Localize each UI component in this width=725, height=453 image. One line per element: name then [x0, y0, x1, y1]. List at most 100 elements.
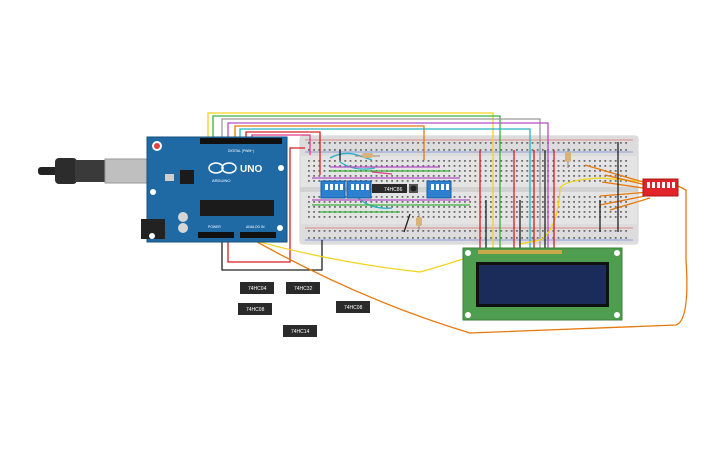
- breadboard-hole[interactable]: [453, 237, 456, 239]
- breadboard-hole[interactable]: [521, 237, 523, 239]
- breadboard-hole[interactable]: [365, 160, 367, 162]
- breadboard-hole[interactable]: [396, 201, 399, 203]
- breadboard-hole[interactable]: [620, 237, 622, 239]
- breadboard-hole[interactable]: [396, 230, 399, 232]
- breadboard-hole[interactable]: [505, 160, 508, 162]
- breadboard-hole[interactable]: [490, 196, 492, 198]
- breadboard-hole[interactable]: [510, 175, 513, 177]
- breadboard-hole[interactable]: [401, 175, 404, 177]
- breadboard-hole[interactable]: [526, 175, 529, 177]
- breadboard-hole[interactable]: [490, 211, 492, 213]
- breadboard-hole[interactable]: [396, 142, 399, 144]
- breadboard-hole[interactable]: [531, 175, 534, 177]
- breadboard-hole[interactable]: [521, 180, 523, 182]
- breadboard-hole[interactable]: [536, 142, 539, 144]
- breadboard-hole[interactable]: [542, 160, 544, 162]
- breadboard-hole[interactable]: [484, 175, 487, 177]
- breadboard-hole[interactable]: [391, 230, 393, 232]
- breadboard-hole[interactable]: [318, 149, 321, 151]
- breadboard-hole[interactable]: [490, 180, 492, 182]
- breadboard-hole[interactable]: [453, 206, 456, 208]
- breadboard-hole[interactable]: [573, 201, 575, 203]
- breadboard-hole[interactable]: [308, 216, 310, 218]
- breadboard-hole[interactable]: [375, 216, 378, 218]
- breadboard-hole[interactable]: [370, 142, 373, 144]
- breadboard-hole[interactable]: [432, 175, 435, 177]
- breadboard-hole[interactable]: [391, 149, 393, 151]
- breadboard-hole[interactable]: [531, 230, 534, 232]
- breadboard-hole[interactable]: [583, 211, 586, 213]
- breadboard-hole[interactable]: [458, 175, 461, 177]
- breadboard-hole[interactable]: [588, 230, 591, 232]
- breadboard-hole[interactable]: [620, 165, 622, 167]
- breadboard-hole[interactable]: [531, 196, 534, 198]
- breadboard-hole[interactable]: [469, 230, 471, 232]
- breadboard-hole[interactable]: [328, 237, 331, 239]
- breadboard-hole[interactable]: [562, 196, 565, 198]
- breadboard-hole[interactable]: [318, 211, 321, 213]
- breadboard-hole[interactable]: [427, 201, 430, 203]
- breadboard-hole[interactable]: [490, 216, 492, 218]
- breadboard-hole[interactable]: [484, 142, 487, 144]
- breadboard-hole[interactable]: [365, 165, 367, 167]
- breadboard-hole[interactable]: [562, 206, 565, 208]
- breadboard-hole[interactable]: [516, 142, 518, 144]
- breadboard-hole[interactable]: [594, 142, 596, 144]
- breadboard-hole[interactable]: [505, 237, 508, 239]
- breadboard-hole[interactable]: [531, 211, 534, 213]
- breadboard-hole[interactable]: [448, 211, 451, 213]
- breadboard-hole[interactable]: [417, 216, 419, 218]
- breadboard-hole[interactable]: [318, 237, 321, 239]
- breadboard-hole[interactable]: [495, 180, 497, 182]
- breadboard-hole[interactable]: [370, 206, 373, 208]
- breadboard-hole[interactable]: [500, 149, 503, 151]
- breadboard-hole[interactable]: [318, 165, 321, 167]
- breadboard-hole[interactable]: [568, 165, 570, 167]
- breadboard-hole[interactable]: [609, 230, 612, 232]
- breadboard-hole[interactable]: [578, 237, 581, 239]
- breadboard-hole[interactable]: [432, 142, 435, 144]
- breadboard-hole[interactable]: [360, 216, 362, 218]
- breadboard-hole[interactable]: [464, 170, 466, 172]
- breadboard-hole[interactable]: [474, 180, 477, 182]
- breadboard-hole[interactable]: [349, 149, 352, 151]
- breadboard-hole[interactable]: [609, 142, 612, 144]
- breadboard-hole[interactable]: [568, 237, 570, 239]
- breadboard-hole[interactable]: [562, 142, 565, 144]
- breadboard-hole[interactable]: [542, 206, 544, 208]
- breadboard-hole[interactable]: [604, 149, 607, 151]
- breadboard-hole[interactable]: [516, 216, 518, 218]
- breadboard-hole[interactable]: [542, 175, 544, 177]
- breadboard-hole[interactable]: [318, 216, 321, 218]
- breadboard-hole[interactable]: [568, 206, 570, 208]
- breadboard-hole[interactable]: [432, 149, 435, 151]
- breadboard-hole[interactable]: [401, 230, 404, 232]
- breadboard-hole[interactable]: [349, 230, 352, 232]
- breadboard-hole[interactable]: [625, 216, 627, 218]
- breadboard-hole[interactable]: [427, 142, 430, 144]
- breadboard-hole[interactable]: [536, 201, 539, 203]
- breadboard-hole[interactable]: [542, 196, 544, 198]
- breadboard-hole[interactable]: [469, 149, 471, 151]
- breadboard-hole[interactable]: [458, 211, 461, 213]
- breadboard-hole[interactable]: [380, 216, 383, 218]
- breadboard-hole[interactable]: [500, 160, 503, 162]
- breadboard-hole[interactable]: [417, 175, 419, 177]
- breadboard-hole[interactable]: [474, 170, 477, 172]
- breadboard-hole[interactable]: [432, 230, 435, 232]
- breadboard-hole[interactable]: [339, 142, 341, 144]
- breadboard-hole[interactable]: [500, 211, 503, 213]
- breadboard-hole[interactable]: [526, 230, 529, 232]
- breadboard-hole[interactable]: [588, 142, 591, 144]
- breadboard-hole[interactable]: [474, 230, 477, 232]
- breadboard-hole[interactable]: [474, 211, 477, 213]
- breadboard-hole[interactable]: [505, 170, 508, 172]
- breadboard-hole[interactable]: [474, 160, 477, 162]
- breadboard-hole[interactable]: [453, 149, 456, 151]
- breadboard-hole[interactable]: [599, 142, 601, 144]
- breadboard-hole[interactable]: [490, 230, 492, 232]
- dip-switch-right[interactable]: [426, 180, 452, 199]
- breadboard-hole[interactable]: [578, 160, 581, 162]
- breadboard-hole[interactable]: [536, 196, 539, 198]
- breadboard-hole[interactable]: [604, 196, 607, 198]
